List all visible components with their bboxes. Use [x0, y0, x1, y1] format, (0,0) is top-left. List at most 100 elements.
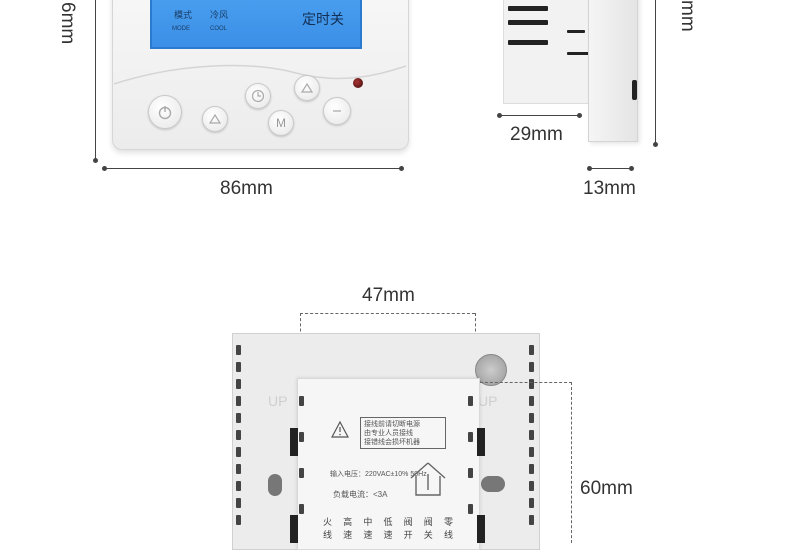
vent-slot: [236, 447, 241, 457]
module-slot: [299, 504, 304, 514]
vent-slot: [529, 345, 534, 355]
vent-slot: [236, 396, 241, 406]
panel-curve: [113, 64, 407, 85]
module-slot: [299, 396, 304, 406]
module-slot: [299, 432, 304, 442]
dimension-dot: [577, 113, 582, 118]
terminal-label: 阀: [423, 517, 433, 527]
vent-slot: [236, 413, 241, 423]
voltage-label: 输入电压：220VAC±10% 50Hz: [330, 471, 427, 478]
module-width-dimension: [300, 313, 475, 314]
vent-fin: [567, 30, 585, 33]
vent-slot: [236, 430, 241, 440]
vent-slot: [236, 345, 241, 355]
clock-button[interactable]: [245, 83, 271, 109]
terminal-label-row: 线 速 速 速 开 关 线: [323, 528, 453, 541]
module-clip: [477, 515, 485, 543]
vent-slot: [529, 396, 534, 406]
back-module: [297, 378, 480, 550]
module-slot: [468, 504, 473, 514]
vent-slot: [529, 498, 534, 508]
house-icon: [410, 462, 446, 496]
terminal-label: 开: [403, 530, 413, 540]
vent-slot: [236, 515, 241, 525]
vent-slot: [529, 379, 534, 389]
up-label-left: UP: [268, 393, 288, 409]
terminal-label: 高: [343, 517, 353, 527]
vent-slot: [529, 464, 534, 474]
vent-slot: [529, 447, 534, 457]
indicator-led: [353, 78, 363, 88]
module-clip: [477, 428, 485, 456]
depth-dimension-line: [500, 115, 580, 116]
warning-line: 接线前请切断电源: [364, 421, 420, 428]
module-height-label: 60mm: [580, 478, 633, 499]
mounting-hole: [481, 476, 505, 492]
vent-slot: [236, 464, 241, 474]
lcd-wind-cn: 冷风: [210, 10, 229, 20]
warning-box: 接线前请切断电源 由专业人员接线 接错线会损坏机器: [360, 417, 446, 449]
current-label: 负载电流：<3A: [333, 490, 388, 499]
warning-line: 由专业人员接线: [364, 430, 413, 437]
dimension-dot: [102, 166, 107, 171]
width-dimension-line: [105, 168, 402, 169]
vent-slot: [236, 498, 241, 508]
dimension-dot: [653, 142, 658, 147]
vent-fin: [508, 6, 548, 11]
vent-fin: [567, 52, 589, 55]
dimension-dot: [587, 166, 592, 171]
vent-slot: [529, 430, 534, 440]
dimension-dot: [93, 158, 98, 163]
height-dimension-line: [95, 0, 96, 160]
height-label: 6mm: [57, 2, 78, 45]
power-button[interactable]: [148, 95, 182, 129]
module-slot: [299, 468, 304, 478]
side-height-label: mm: [677, 0, 698, 32]
side-clip: [632, 80, 637, 100]
side-view-plate: [588, 0, 638, 142]
terminal-label: 速: [343, 530, 353, 540]
triangle-up-icon: [301, 82, 313, 93]
lcd-wind-en: COOL: [210, 26, 228, 32]
dimension-dot: [399, 166, 404, 171]
depth-label: 29mm: [510, 124, 563, 145]
vent-slot: [529, 362, 534, 372]
lcd-timer-off: 定时关: [302, 11, 344, 27]
mode-button[interactable]: M: [268, 110, 294, 136]
module-height-dimension: [571, 382, 572, 543]
dimension-dot: [629, 166, 634, 171]
terminal-label: 中: [363, 517, 373, 527]
minus-icon: [333, 110, 341, 112]
vent-slot: [236, 379, 241, 389]
terminal-label: 关: [423, 530, 433, 540]
module-clip: [290, 428, 298, 456]
module-height-extension: [480, 382, 572, 383]
plate-dimension-line: [590, 168, 632, 169]
terminal-label: 阀: [403, 517, 413, 527]
lcd-screen: 模式 MODE 冷风 COOL 定时关: [150, 0, 362, 49]
vent-fin: [508, 40, 548, 45]
terminal-label-row: 火 高 中 低 阀 阀 零: [323, 515, 453, 528]
terminal-label: 线: [323, 530, 333, 540]
vent-slot: [236, 362, 241, 372]
vent-slot: [529, 481, 534, 491]
dimension-dot: [497, 113, 502, 118]
power-icon: [158, 106, 172, 120]
down-button[interactable]: [323, 97, 351, 125]
lcd-mode-cn: 模式: [174, 10, 193, 20]
up-label-right: UP: [478, 393, 498, 409]
up-arrow-button[interactable]: [294, 75, 320, 101]
module-clip: [290, 515, 298, 543]
terminal-label: 火: [323, 517, 333, 527]
vent-slot: [529, 515, 534, 525]
terminal-label: 线: [443, 530, 453, 540]
up-button[interactable]: [202, 106, 228, 132]
screw-icon: [475, 354, 507, 386]
terminal-label: 速: [383, 530, 393, 540]
vent-fin: [508, 20, 548, 25]
module-slot: [468, 432, 473, 442]
warning-icon: [331, 420, 349, 438]
module-slot: [468, 468, 473, 478]
terminal-label: 速: [363, 530, 373, 540]
lcd-mode-en: MODE: [172, 26, 190, 32]
